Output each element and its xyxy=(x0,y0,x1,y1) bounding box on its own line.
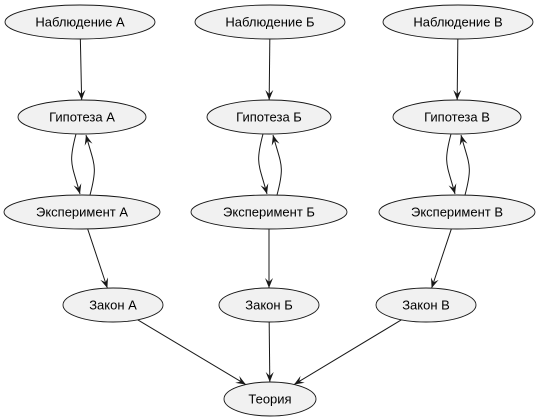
edge-hyp_a-to-exp_a xyxy=(71,133,81,195)
edge-exp_v-to-hyp_v-arrowhead xyxy=(459,135,468,146)
node-hyp-a-label: Гипотеза А xyxy=(49,110,115,125)
edge-obs_a-to-hyp_a xyxy=(79,38,83,101)
nodes-layer: Наблюдение А Наблюдение Б Наблюдение В Гипо… xyxy=(3,4,536,417)
edge-law_v-to-theory-arrowhead xyxy=(294,375,305,385)
edge-exp_a-to-law_a xyxy=(87,228,108,289)
edge-exp_v-to-hyp_v xyxy=(460,134,470,196)
node-hyp-v: Гипотеза В xyxy=(392,99,522,135)
node-obs-b: Наблюдение Б xyxy=(194,4,346,40)
node-exp-a: Эксперимент А xyxy=(3,194,161,230)
edge-obs_v-to-hyp_v-arrowhead xyxy=(453,89,462,101)
node-hyp-a-shape xyxy=(17,99,147,135)
node-exp-b: Эксперимент Б xyxy=(190,194,348,230)
edge-exp_v-to-law_v-arrowhead xyxy=(430,277,439,289)
node-law-a: Закон А xyxy=(62,287,164,323)
edge-hyp_b-to-exp_b xyxy=(258,133,268,195)
edge-exp_a-to-hyp_a xyxy=(85,134,95,196)
edge-obs_a-to-hyp_a-arrowhead xyxy=(77,89,86,101)
edge-obs_v-to-hyp_v xyxy=(456,38,459,101)
node-obs-v-label: Наблюдение В xyxy=(413,15,502,30)
node-exp-b-shape xyxy=(190,194,348,230)
edge-obs_b-to-hyp_b xyxy=(268,38,271,101)
edge-exp_b-to-law_b-arrowhead xyxy=(265,278,273,288)
node-exp-v: Эксперимент В xyxy=(378,194,536,230)
edges-layer xyxy=(71,38,470,385)
edge-law_v-to-theory xyxy=(293,319,402,385)
edge-law_b-to-theory xyxy=(268,321,271,383)
edge-exp_b-to-hyp_b xyxy=(272,134,282,196)
edge-exp_a-to-law_a-arrowhead xyxy=(100,277,109,289)
node-exp-b-label: Эксперимент Б xyxy=(223,205,315,220)
node-hyp-a: Гипотеза А xyxy=(17,99,147,135)
node-exp-v-label: Эксперимент В xyxy=(411,205,503,220)
node-exp-a-label: Эксперимент А xyxy=(36,205,128,220)
node-obs-v: Наблюдение В xyxy=(382,4,534,40)
edge-law_a-to-theory-arrowhead xyxy=(235,375,246,385)
node-hyp-b: Гипотеза Б xyxy=(206,99,332,135)
node-hyp-v-shape xyxy=(392,99,522,135)
edge-hyp_v-to-exp_v-arrowhead xyxy=(448,183,457,194)
edge-hyp_a-to-exp_a-arrowhead xyxy=(73,183,82,194)
edge-hyp_b-to-exp_b-arrowhead xyxy=(260,183,269,194)
edge-law_b-to-theory-arrowhead xyxy=(265,371,274,383)
node-obs-b-shape xyxy=(194,4,346,40)
node-law-b-shape xyxy=(218,287,320,323)
node-law-b: Закон Б xyxy=(218,287,320,323)
node-exp-a-shape xyxy=(3,194,161,230)
edge-obs_b-to-hyp_b-arrowhead xyxy=(265,89,274,101)
node-law-v-label: Закон В xyxy=(402,298,450,313)
node-law-v-shape xyxy=(375,287,477,323)
edge-law_a-to-theory xyxy=(137,319,247,385)
edge-exp_v-to-law_v xyxy=(431,228,452,289)
node-obs-b-label: Наблюдение Б xyxy=(225,15,314,30)
node-hyp-v-label: Гипотеза В xyxy=(424,110,490,125)
node-theory-label: Теория xyxy=(248,392,291,407)
node-theory-shape xyxy=(223,381,317,417)
node-hyp-b-label: Гипотеза Б xyxy=(236,110,302,125)
edge-exp_a-to-hyp_a-arrowhead xyxy=(84,135,93,146)
node-law-b-label: Закон Б xyxy=(245,298,292,313)
node-theory: Теория xyxy=(223,381,317,417)
node-obs-a: Наблюдение А xyxy=(4,4,156,40)
node-obs-v-shape xyxy=(382,4,534,40)
node-obs-a-label: Наблюдение А xyxy=(35,15,125,30)
node-obs-a-shape xyxy=(4,4,156,40)
node-exp-v-shape xyxy=(378,194,536,230)
node-law-a-label: Закон А xyxy=(89,298,137,313)
node-law-v: Закон В xyxy=(375,287,477,323)
edge-exp_b-to-hyp_b-arrowhead xyxy=(271,135,280,146)
edge-hyp_v-to-exp_v xyxy=(446,133,456,195)
node-hyp-b-shape xyxy=(206,99,332,135)
node-law-a-shape xyxy=(62,287,164,323)
